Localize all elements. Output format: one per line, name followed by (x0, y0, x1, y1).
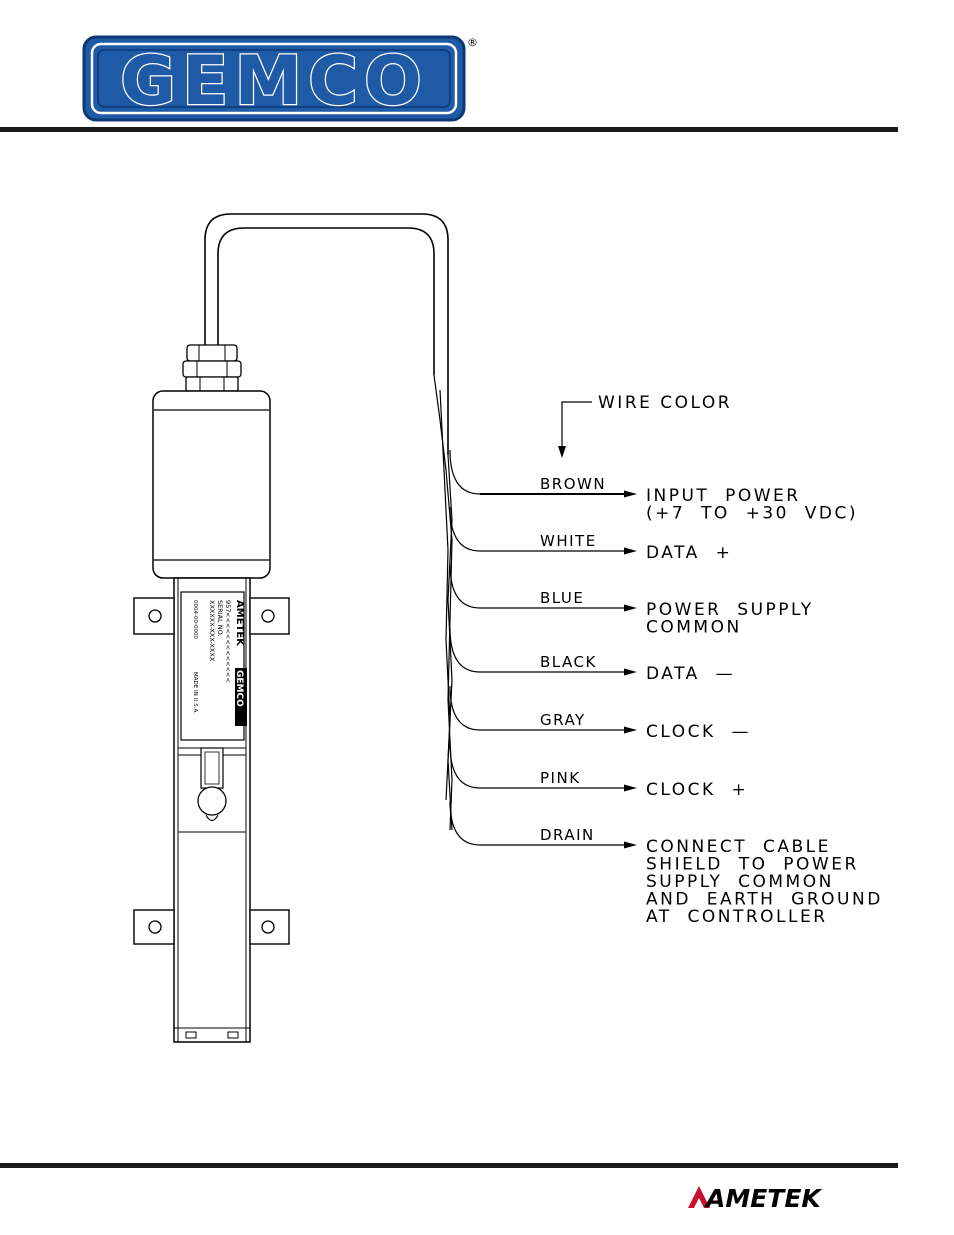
sensor-body: AMETEK GEMCO 957 <<<<<<<<<<<<< SERIAL NO… (133, 344, 290, 1043)
wire-row-white: WHITE DATA + (449, 506, 732, 563)
svg-text:AMETEK: AMETEK (234, 600, 245, 647)
wire-destination-line: DATA — (646, 664, 735, 684)
wire-row-black: BLACK DATA — (449, 627, 735, 684)
header-rule (0, 127, 898, 132)
wire-destination-line: COMMON (646, 618, 742, 638)
wire-bend (449, 506, 481, 552)
wire-bend (449, 449, 481, 495)
wire-bend (449, 563, 481, 609)
registered-mark: ® (467, 36, 478, 49)
wire-list: BROWN INPUT POWER(+7 TO +30 VDC) WHITE DATA… (449, 449, 883, 927)
wire-destination-line: CONNECT CABLE (646, 837, 831, 857)
mount-bracket-upper (133, 597, 290, 635)
wire-color-name: DRAIN (540, 826, 595, 844)
wire-arrow (624, 726, 637, 734)
sensor-head (152, 390, 271, 579)
wire-destination-line: AND EARTH GROUND (646, 890, 883, 910)
logo-wordmark: GEMCO (120, 42, 428, 121)
svg-text:957: 957 (224, 600, 232, 612)
gemco-logo: GEMCO (82, 35, 466, 122)
wire-arrow (624, 784, 637, 792)
wire-color-name: BLACK (540, 653, 597, 671)
wire-destination-line: DATA + (646, 543, 732, 563)
wire-bend (449, 743, 481, 789)
wire-destination-line: SUPPLY COMMON (646, 872, 834, 892)
wire-color-name: PINK (540, 769, 581, 787)
cord-grip (182, 344, 242, 392)
wire-row-gray: GRAY CLOCK — (449, 685, 751, 742)
wire-color-name: GRAY (540, 711, 586, 729)
wire-row-pink: PINK CLOCK + (449, 743, 748, 800)
wire-color-name: WHITE (540, 532, 597, 550)
wire-destination-line: CLOCK + (646, 780, 748, 800)
ametek-footer-logo: AMETEK (688, 1184, 822, 1213)
svg-text:<<<<<<<<<<<<<: <<<<<<<<<<<<< (224, 612, 232, 683)
wire-color-legend: WIRE COLOR (558, 393, 732, 458)
wire-destination-line: (+7 TO +30 VDC) (646, 504, 858, 524)
magnet-float (197, 786, 227, 816)
wire-arrow (624, 668, 637, 676)
wire-arrow (624, 604, 637, 612)
wire-destination-line: INPUT POWER (646, 486, 801, 506)
wire-arrow (624, 841, 637, 849)
wire-bend (449, 685, 481, 731)
wire-color-label: WIRE COLOR (598, 393, 732, 413)
mount-bracket-lower (133, 909, 290, 945)
wire-destination-line: POWER SUPPLY (646, 600, 814, 620)
product-label-text: AMETEK GEMCO 957 <<<<<<<<<<<<< SERIAL NO… (192, 600, 247, 726)
wire-bend (449, 627, 481, 673)
svg-text:XXXXXX-XXX-XXXX: XXXXXX-XXX-XXXX (208, 600, 216, 662)
wire-bend (449, 800, 481, 846)
wire-destination-line: CLOCK — (646, 722, 751, 742)
wire-destination-line: SHIELD TO POWER (646, 855, 859, 875)
footer-rule (0, 1163, 898, 1168)
wire-destination-line: AT CONTROLLER (646, 907, 828, 927)
svg-text:0004-00-0000: 0004-00-0000 (192, 600, 198, 639)
product-label-plate (180, 591, 245, 741)
wire-color-name: BLUE (540, 589, 584, 607)
wire-row-brown: BROWN INPUT POWER(+7 TO +30 VDC) (449, 449, 858, 524)
svg-text:SERIAL NO.: SERIAL NO. (216, 600, 224, 637)
wire-arrow (624, 490, 637, 498)
wire-color-name: BROWN (540, 475, 606, 493)
svg-text:GEMCO: GEMCO (234, 670, 244, 707)
footer-brand: AMETEK (704, 1184, 822, 1213)
wire-arrow (624, 547, 637, 555)
svg-text:MADE IN U.S.A.: MADE IN U.S.A. (192, 672, 198, 714)
